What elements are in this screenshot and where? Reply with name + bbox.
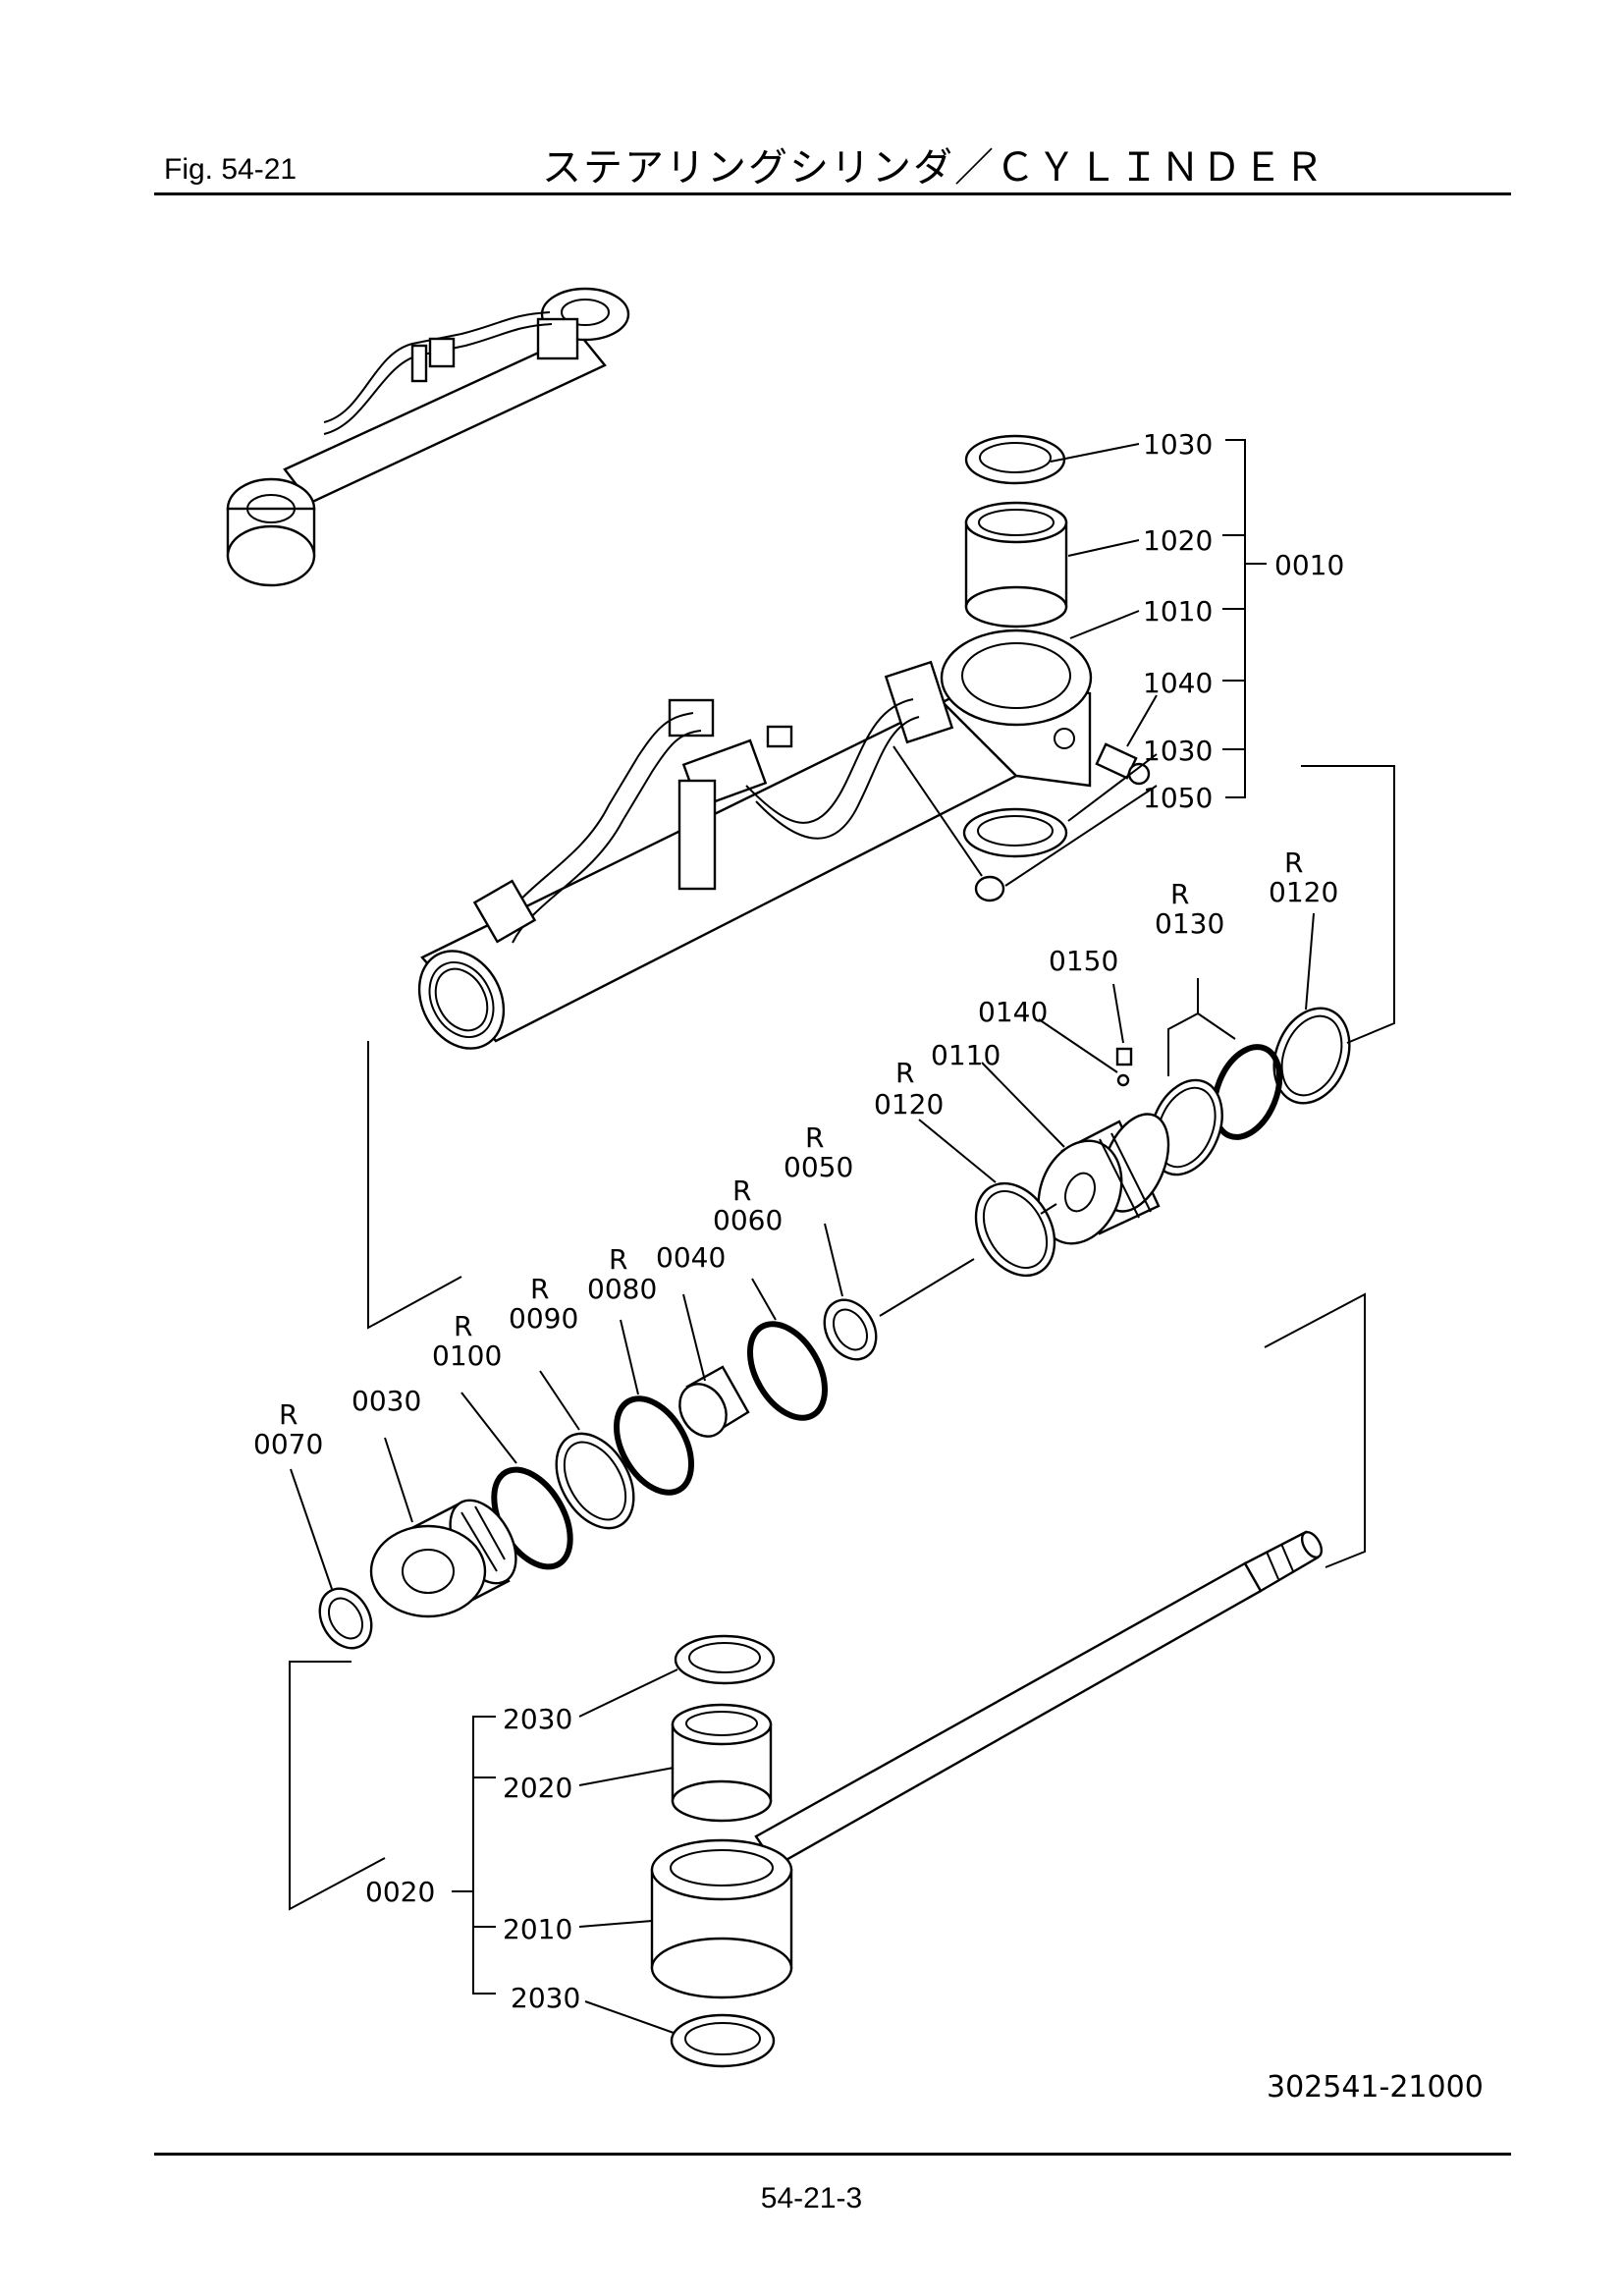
r-marker-0080: R bbox=[609, 1243, 627, 1276]
setscrew-0150 bbox=[1115, 1047, 1133, 1066]
label-1030-bottom: 1030 bbox=[1143, 735, 1213, 767]
page-number: 54-21-3 bbox=[760, 2182, 863, 2214]
label-0120-right: 0120 bbox=[1269, 876, 1338, 908]
plug-1050 bbox=[974, 875, 1005, 902]
label-2020: 2020 bbox=[503, 1772, 572, 1804]
label-1050: 1050 bbox=[1143, 782, 1213, 814]
ring-0120-right bbox=[1272, 1007, 1351, 1105]
r-marker-0090: R bbox=[530, 1273, 549, 1305]
label-2030-top: 2030 bbox=[503, 1703, 572, 1735]
grease-fitting-1040 bbox=[1095, 742, 1151, 786]
bushing-0040 bbox=[678, 1365, 750, 1438]
label-1010: 1010 bbox=[1143, 595, 1213, 628]
oring-0060 bbox=[747, 1321, 828, 1421]
oring-0080 bbox=[614, 1395, 694, 1496]
label-1020: 1020 bbox=[1143, 524, 1213, 557]
r-marker-0100: R bbox=[454, 1310, 472, 1342]
piston-0110 bbox=[1037, 1113, 1170, 1245]
label-0130: 0130 bbox=[1155, 907, 1224, 940]
drawing-number: 302541-21000 bbox=[1267, 2070, 1484, 2105]
label-2030-bottom: 2030 bbox=[511, 1982, 580, 2014]
label-0030: 0030 bbox=[352, 1385, 421, 1417]
r-marker-0120-left: R bbox=[895, 1057, 914, 1089]
label-0140: 0140 bbox=[978, 996, 1048, 1028]
r-marker-0070: R bbox=[279, 1398, 298, 1431]
label-0100: 0100 bbox=[432, 1339, 502, 1372]
label-0040: 0040 bbox=[656, 1241, 726, 1274]
ball-0140 bbox=[1116, 1073, 1130, 1087]
ring-0090 bbox=[555, 1432, 635, 1530]
label-0110: 0110 bbox=[931, 1039, 1001, 1071]
header-rule bbox=[154, 192, 1511, 195]
label-2010: 2010 bbox=[503, 1913, 572, 1945]
r-marker-0120-right: R bbox=[1284, 847, 1303, 879]
label-1030-top: 1030 bbox=[1143, 428, 1213, 461]
label-0120-left: 0120 bbox=[874, 1088, 944, 1121]
label-0080: 0080 bbox=[587, 1273, 657, 1305]
label-0010: 0010 bbox=[1274, 549, 1344, 581]
footer-rule bbox=[154, 2153, 1511, 2156]
figure-number: Fig. 54-21 bbox=[164, 153, 298, 186]
label-0020: 0020 bbox=[365, 1876, 435, 1908]
label-1040: 1040 bbox=[1143, 667, 1213, 699]
label-0150: 0150 bbox=[1049, 945, 1118, 977]
ring-0120-left bbox=[974, 1181, 1056, 1278]
piston-rod-0020 bbox=[754, 1530, 1324, 1868]
rod-eye-2010 bbox=[650, 1838, 793, 1999]
bushing-1020 bbox=[964, 501, 1068, 629]
gland-0030 bbox=[369, 1499, 517, 1618]
cylinder-tube-0010 bbox=[417, 629, 1093, 1050]
r-marker-0060: R bbox=[732, 1175, 751, 1207]
overview-cylinder bbox=[226, 287, 630, 587]
page-title: ステアリングシリンダ／ＣＹＬＩＮＤＥＲ bbox=[542, 145, 1325, 191]
r-marker-0130: R bbox=[1170, 878, 1189, 910]
oring-0130-a bbox=[1211, 1044, 1283, 1140]
label-0070: 0070 bbox=[253, 1428, 323, 1460]
bushing-2020 bbox=[671, 1703, 773, 1823]
label-0090: 0090 bbox=[509, 1302, 578, 1335]
label-0050: 0050 bbox=[784, 1151, 853, 1183]
ring-0070 bbox=[318, 1587, 373, 1650]
label-0060: 0060 bbox=[713, 1204, 783, 1236]
ring-0050 bbox=[823, 1298, 878, 1361]
r-marker-0050: R bbox=[805, 1121, 824, 1154]
